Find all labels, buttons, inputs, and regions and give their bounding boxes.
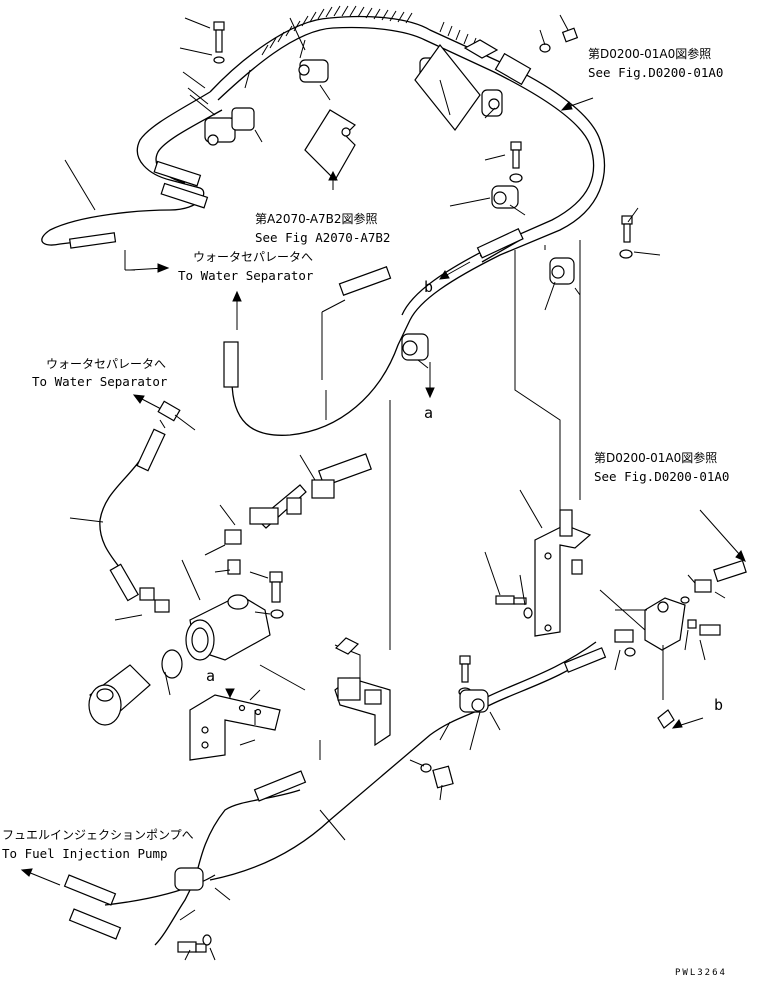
arrows xyxy=(20,97,746,886)
bolts-right-lower xyxy=(420,595,533,789)
ref-label-right-en: See Fig.D0200-01A0 xyxy=(594,469,730,484)
water-sep-fittings xyxy=(109,400,181,613)
lower-fittings xyxy=(63,647,607,953)
mid-fittings xyxy=(223,228,524,388)
fuel-pump-label-en: To Fuel Injection Pump xyxy=(2,846,168,861)
left-loop-hose xyxy=(41,91,211,246)
marker-a-upper: a xyxy=(424,404,434,422)
bracket-top-right xyxy=(414,39,532,131)
ref-label-right-jp: 第D0200-01A0図参照 xyxy=(594,451,718,465)
water-separator-label-1-jp: ウォータセパレータへ xyxy=(193,250,314,264)
clamp-mid xyxy=(401,185,575,361)
ref-label-mid-en: See Fig A2070-A7B2 xyxy=(255,230,391,245)
hose-fittings-left xyxy=(68,160,209,249)
ref-label-top-en: See Fig.D0200-01A0 xyxy=(588,65,724,80)
centre-bracket xyxy=(334,637,391,747)
marker-b-upper: b xyxy=(424,278,434,296)
marker-b-lower: b xyxy=(714,696,724,714)
bracket-ref-a2070 xyxy=(304,109,356,190)
right-bracket xyxy=(534,509,592,637)
fuel-pump-label-jp: フュエルインジェクションポンプへ xyxy=(2,828,194,842)
pump-hose xyxy=(154,789,301,946)
water-separator-label-2-en: To Water Separator xyxy=(32,374,168,389)
pump-hose-2 xyxy=(104,874,216,906)
ref-label-mid-jp: 第A2070-A7B2図参照 xyxy=(255,212,378,226)
fuel-valve-assembly xyxy=(161,453,372,679)
drawing-code: PWL3264 xyxy=(675,968,727,978)
leader-lines-mid xyxy=(321,240,581,650)
lower-fuel-hose-2 xyxy=(484,641,597,699)
leader-lines xyxy=(64,14,726,961)
lower-fuel-hose xyxy=(209,649,601,881)
spiral-protector xyxy=(261,5,485,56)
water-separator-label-1-en: To Water Separator xyxy=(178,268,314,283)
water-separator-label-2-jp: ウォータセパレータへ xyxy=(46,357,167,371)
right-block-connector xyxy=(614,559,747,729)
marker-a-lower: a xyxy=(206,667,216,685)
ref-label-top-jp: 第D0200-01A0図参照 xyxy=(588,47,712,61)
lower-bracket xyxy=(189,694,281,761)
upper-fuel-hose-loop xyxy=(209,15,606,436)
hose-to-water-separator xyxy=(99,444,151,576)
drain-plug xyxy=(88,664,151,726)
bolts-upper xyxy=(213,21,633,259)
